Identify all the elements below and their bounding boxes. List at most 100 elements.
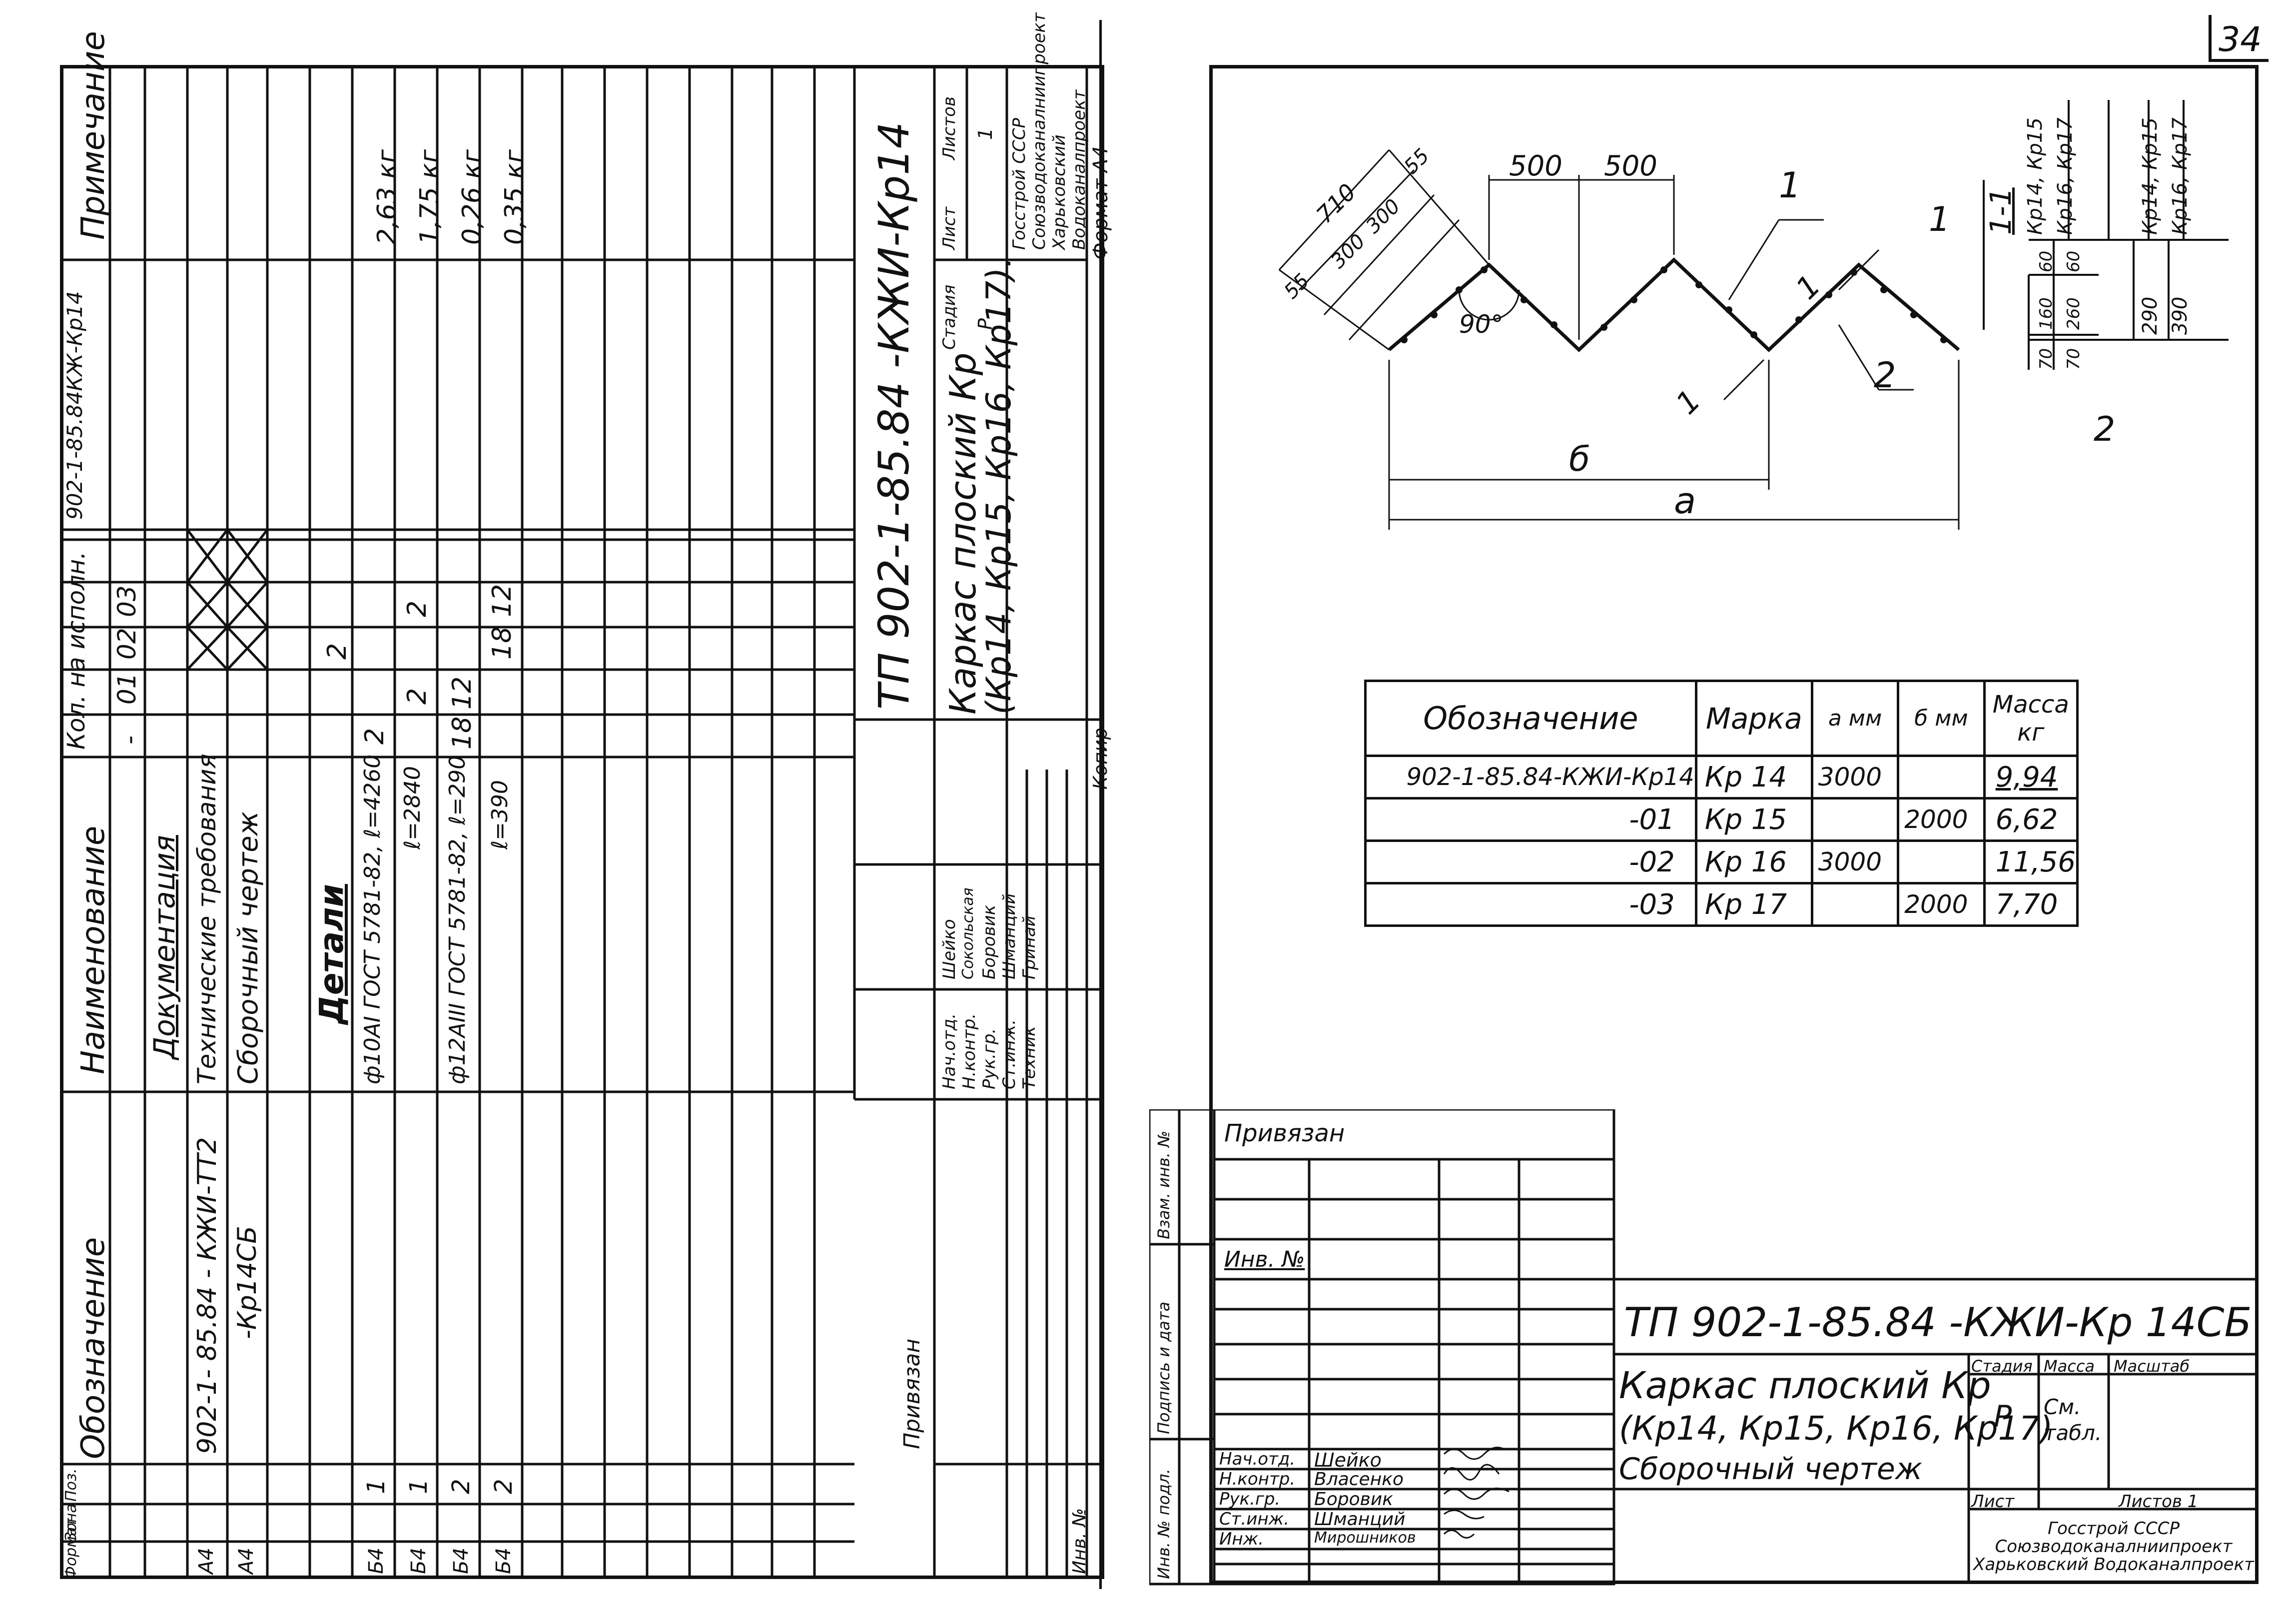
left-row-0-designation: 902-1- 85.84 - КЖИ-ТТ2 <box>192 1137 222 1454</box>
left-header-qty: Кол. на исполн. <box>62 551 90 750</box>
section-title: 1-1 <box>1984 187 2018 235</box>
right-tb-org: Госстрой СССР Союзводоканалниипроект Хар… <box>1973 1519 2254 1575</box>
left-row-5-note: 0,26 кг <box>457 149 487 245</box>
mass-table-row-2-mark: Кр 16 <box>1694 839 1813 884</box>
right-tb-mass: См. табл. <box>2044 1395 2102 1445</box>
left-tb-stage: Р <box>974 318 996 330</box>
left-spec-grid <box>60 65 1099 1579</box>
left-header-variant-1: 01 <box>112 673 141 705</box>
section-dim-70b: 70 <box>2064 348 2084 370</box>
mass-table-row-0-mass: 9,94 <box>1983 755 2079 800</box>
left-header-note: Примечание <box>75 31 112 240</box>
mass-table-row-1-a <box>1810 797 1900 842</box>
left-row-3-q2: 2 <box>322 643 352 660</box>
left-row-6-q3: 12 <box>487 584 517 617</box>
section-dim-290: 290 <box>2139 296 2162 335</box>
left-row-3-note: 2,63 кг <box>372 149 402 245</box>
right-tb-stage-label: Стадия <box>1971 1357 2033 1376</box>
section-dim-390: 390 <box>2169 296 2192 335</box>
left-tb-copy: Копир <box>1089 728 1111 790</box>
left-tb-sheets: 1 <box>974 127 996 140</box>
left-row-3-format: Б4 <box>365 1548 388 1574</box>
left-header-doccode: 902-1-85.84КЖ-Кр14 <box>62 291 87 520</box>
right-tb-inv: Инв. № <box>1224 1247 1305 1272</box>
mass-table-row-3-designation: -03 <box>1364 882 1697 927</box>
left-row-6-format: Б4 <box>492 1548 515 1574</box>
section-1-1-drawing <box>2028 100 2229 370</box>
left-tb-sheets-label: Листов <box>939 96 959 160</box>
callout-1: 1 <box>1779 165 1801 206</box>
right-tb-tied: Привязан <box>1224 1119 1345 1147</box>
right-tb-mass-label: Масса <box>2044 1357 2095 1376</box>
mass-table-row-0-mark: Кр 14 <box>1694 755 1813 800</box>
left-tb-inv: Инв. № <box>1069 1508 1090 1574</box>
left-row-3-name: ф10АI ГОСТ 5781-82, ℓ=4260 <box>360 754 385 1084</box>
right-tb-role-0: Нач.отд. <box>1219 1449 1296 1469</box>
right-tb-stage: Р <box>1994 1399 2012 1434</box>
mass-table-row-1-designation: -01 <box>1364 797 1697 842</box>
dim-top-500-b: 500 <box>1604 150 1657 182</box>
section-dim-60b: 60 <box>2064 250 2084 272</box>
left-row-4-q1: 2 <box>402 688 432 705</box>
left-row-6-note: 0,35 кг <box>500 149 530 245</box>
left-tb-role-1: Н.контр. <box>959 1013 979 1089</box>
left-tb-tied: Привязан <box>899 1338 925 1449</box>
right-tb-name-2: Боровик <box>1314 1489 1393 1510</box>
mass-table-row-2-designation: -02 <box>1364 839 1697 884</box>
left-tb-name-3: Шманций <box>999 893 1019 979</box>
right-side-strip <box>1149 1109 2259 1586</box>
left-row-4-pos: 1 <box>405 1479 433 1494</box>
left-header-variant-3: 03 <box>112 585 141 617</box>
left-row-0-name: Технические требования <box>192 754 221 1084</box>
left-row-5-name: ф12АIII ГОСТ 5781-82, ℓ=290 <box>445 755 470 1084</box>
left-row-4-q3: 2 <box>402 600 432 617</box>
right-tb-sheet-label: Лист <box>1971 1492 2015 1512</box>
left-row-1-format: А4 <box>235 1548 258 1574</box>
left-row-5-q1: 12 <box>447 676 477 710</box>
left-header-variant-0: - <box>115 735 144 745</box>
left-tb-name-4: Гринай <box>1019 915 1039 979</box>
mass-table-row-3-b: 2000 <box>1897 882 1986 927</box>
mass-table-row-1-b: 2000 <box>1897 797 1986 842</box>
left-row-6-name: ℓ=390 <box>487 780 513 849</box>
left-tb-role-4: Техник <box>1019 1026 1039 1089</box>
dim-top-500-a: 500 <box>1509 150 1562 182</box>
left-row-2-name: Детали <box>312 884 351 1024</box>
mass-table-row-3-mark: Кр 17 <box>1694 882 1813 927</box>
left-row-5-q0: 18 <box>447 716 477 750</box>
mass-table-header-a: а мм <box>1810 680 1900 757</box>
left-row-4-format: Б4 <box>407 1548 430 1574</box>
left-row-6-q2: 18 <box>487 626 517 660</box>
left-tb-format: Формат А4 <box>1089 146 1112 260</box>
page-number-rule <box>2209 15 2212 60</box>
mass-table-header-mass: Масса кг <box>1983 680 2079 757</box>
center-fold-line <box>1099 20 1102 1589</box>
right-tb-role-2: Рук.гр. <box>1219 1489 1281 1509</box>
mass-table-header-mark: Марка <box>1694 680 1813 757</box>
left-section-documentation: Документация <box>147 835 181 1059</box>
left-row-5-pos: 2 <box>447 1479 475 1494</box>
zigzag-frame-drawing <box>1278 149 1985 530</box>
left-tb-role-0: Нач.отд. <box>939 1013 959 1089</box>
left-tb-org: Госстрой СССР Союзводоканалниипроект Хар… <box>1009 12 1089 250</box>
dim-a-label: а <box>1674 480 1696 522</box>
right-tb-role-1: Н.контр. <box>1219 1469 1296 1489</box>
mass-table-row-3-mass: 7,70 <box>1983 882 2079 927</box>
right-tb-title3: Сборочный чертеж <box>1619 1452 1922 1487</box>
section-dim-260: 260 <box>2064 297 2084 330</box>
left-row-4-note: 1,75 кг <box>415 149 445 245</box>
left-tb-code: ТП 902-1-85.84 -КЖИ-Кр14 <box>869 121 918 710</box>
left-tb-name-1: Сокольская <box>959 887 977 979</box>
right-tb-role-3: Ст.инж. <box>1219 1509 1290 1529</box>
left-row-5-format: Б4 <box>450 1548 473 1574</box>
mass-table-row-2-a: 3000 <box>1810 839 1900 884</box>
section-callout-1: 1 <box>1929 200 1951 239</box>
right-tb-code: ТП 902-1-85.84 -КЖИ-Кр 14СБ <box>1624 1299 2252 1346</box>
left-tb-name-0: Шейко <box>939 919 959 979</box>
mass-table-row-1-mass: 6,62 <box>1983 797 2079 842</box>
callout-2: 2 <box>1874 355 1896 396</box>
right-tb-title1: Каркас плоский Кр <box>1619 1364 1991 1407</box>
left-tb-title1: Каркас плоский Кр <box>942 352 984 715</box>
left-tb-sheet-label: Лист <box>939 206 959 250</box>
mass-table-row-0-b <box>1897 755 1986 800</box>
